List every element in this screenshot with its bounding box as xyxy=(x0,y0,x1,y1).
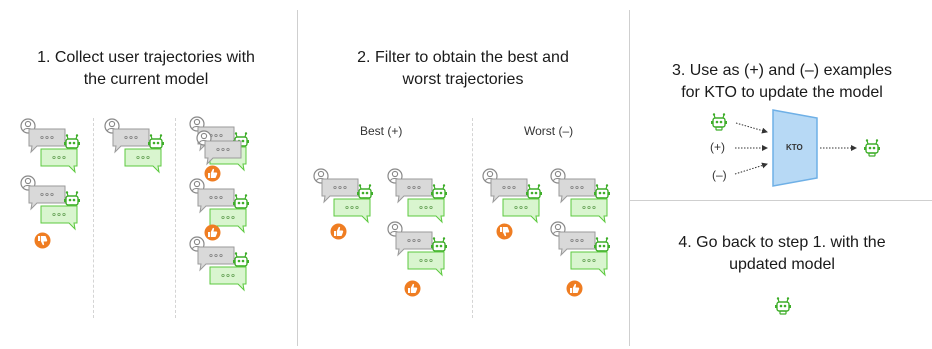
arrow-plus-example xyxy=(735,122,768,134)
chat-bubble-icon xyxy=(502,198,540,224)
chat-bubble-icon xyxy=(197,188,235,214)
chat-bubble-icon xyxy=(395,231,433,257)
robot-icon xyxy=(526,184,542,202)
divider-2 xyxy=(629,10,630,346)
chat-bubble-icon xyxy=(407,198,445,224)
column-separator xyxy=(175,118,176,318)
chat-bubble-icon xyxy=(124,148,162,174)
column-separator xyxy=(472,118,473,318)
robot-icon xyxy=(775,297,791,315)
robot-icon xyxy=(594,237,610,255)
chat-bubble-icon xyxy=(490,178,528,204)
step3-title: 3. Use as (+) and (–) examples for KTO t… xyxy=(671,62,893,101)
plus-label: (+) xyxy=(710,140,725,154)
kto-trapezoid xyxy=(772,109,818,187)
chat-bubble-icon xyxy=(209,266,247,292)
divider-1 xyxy=(297,10,298,346)
robot-icon xyxy=(711,113,727,131)
column-separator xyxy=(93,118,94,318)
chat-bubble-icon xyxy=(395,178,433,204)
step2-title: 2. Filter to obtain the best and worst t… xyxy=(357,49,569,88)
chat-bubble-icon xyxy=(333,198,371,224)
kto-label: KTO xyxy=(786,143,803,152)
chat-bubble-icon xyxy=(40,148,78,174)
minus-label: (–) xyxy=(712,168,727,182)
thumbs-up-icon xyxy=(330,223,347,240)
thumbs-up-icon xyxy=(566,280,583,297)
chat-bubble-icon xyxy=(570,251,608,277)
chat-bubble-icon xyxy=(558,178,596,204)
chat-bubble-icon xyxy=(28,185,66,211)
chat-bubble-icon xyxy=(570,198,608,224)
robot-icon xyxy=(233,252,249,270)
robot-icon xyxy=(431,237,447,255)
chat-bubble-icon xyxy=(321,178,359,204)
worst-label: Worst (–) xyxy=(524,124,574,138)
divider-3 xyxy=(630,200,932,201)
chat-bubble-icon xyxy=(558,231,596,257)
best-label: Best (+) xyxy=(360,124,403,138)
chat-bubble-icon xyxy=(40,205,78,231)
step4-title: 4. Go back to step 1. with the updated m… xyxy=(678,234,886,273)
thumbs-down-icon xyxy=(34,232,51,249)
robot-icon xyxy=(431,184,447,202)
chat-bubble-icon xyxy=(112,128,150,154)
thumbs-up-icon xyxy=(404,280,421,297)
thumbs-down-icon xyxy=(496,223,513,240)
thumbs-up-icon xyxy=(204,224,221,241)
thumbs-up-icon xyxy=(204,165,221,182)
chat-bubble-icon xyxy=(407,251,445,277)
arrow-minus xyxy=(734,162,768,175)
chat-bubble-icon xyxy=(28,128,66,154)
chat-bubble-icon xyxy=(204,140,242,166)
robot-icon xyxy=(64,191,80,209)
robot-icon xyxy=(864,139,880,157)
step1-title: 1. Collect user trajectories with the cu… xyxy=(37,49,255,88)
robot-icon xyxy=(233,194,249,212)
chat-bubble-icon xyxy=(197,246,235,272)
